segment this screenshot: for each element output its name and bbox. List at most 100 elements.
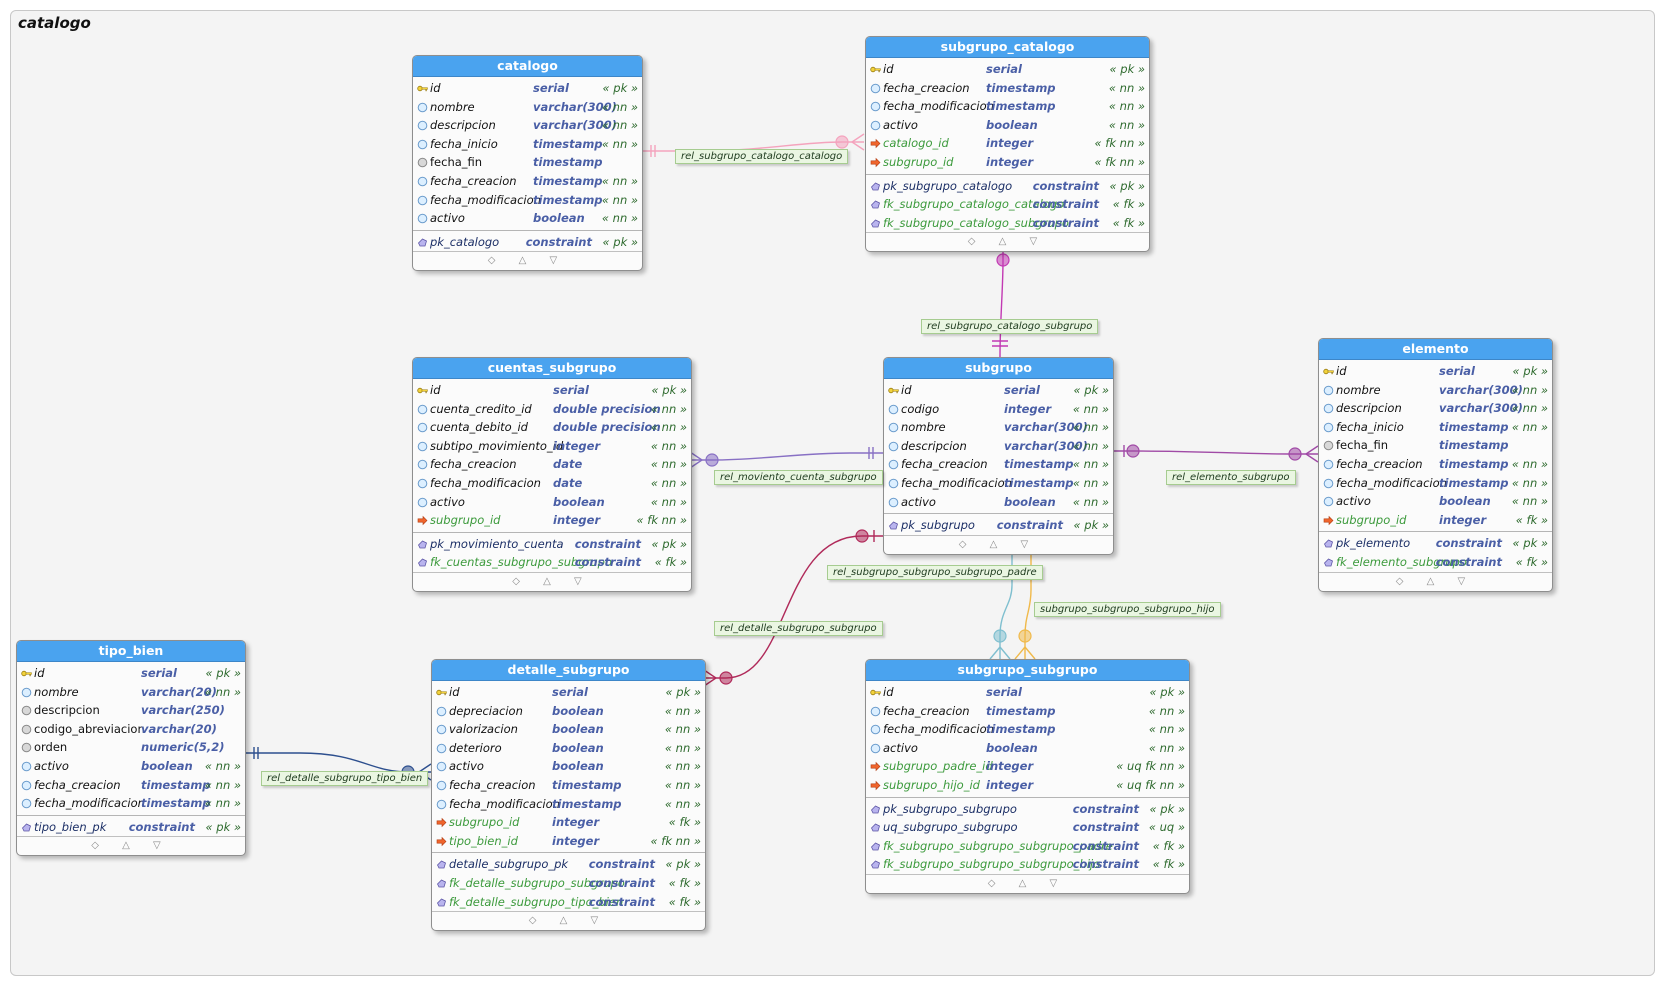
rel-line[interactable] — [690, 452, 883, 461]
rel-line[interactable] — [1112, 450, 1318, 455]
crow-foot[interactable] — [689, 451, 704, 469]
relationship-label[interactable]: rel_detalle_subgrupo_subgrupo — [714, 621, 883, 636]
table-header[interactable]: elemento — [1319, 339, 1552, 360]
one-marker[interactable] — [253, 747, 259, 759]
table-header[interactable]: tipo_bien — [17, 641, 245, 662]
crow-foot[interactable] — [703, 669, 718, 687]
table-footer-controls[interactable]: ◇ △ ▽ — [884, 534, 1113, 554]
table-header[interactable]: catalogo — [413, 56, 642, 77]
table-header[interactable]: subgrupo_catalogo — [866, 37, 1149, 58]
table-footer-controls[interactable]: ◇ △ ▽ — [1319, 571, 1552, 591]
one-marker[interactable] — [868, 447, 874, 459]
table-footer-controls[interactable]: ◇ △ ▽ — [413, 251, 642, 270]
table-footer-controls[interactable]: ◇ △ ▽ — [432, 911, 705, 930]
table-header[interactable]: subgrupo_subgrupo — [866, 660, 1189, 681]
crow-foot[interactable] — [989, 645, 1011, 660]
table-footer-controls[interactable]: ◇ △ ▽ — [17, 836, 245, 855]
relationship-label[interactable]: rel_elemento_subgrupo — [1166, 470, 1296, 485]
one-marker[interactable] — [992, 340, 1008, 347]
crow-foot[interactable] — [1014, 645, 1036, 660]
table-header[interactable]: subgrupo — [884, 358, 1113, 379]
table-footer-controls[interactable]: ◇ △ ▽ — [866, 232, 1149, 251]
table-header[interactable]: cuentas_subgrupo — [413, 358, 691, 379]
one-marker[interactable] — [650, 145, 656, 157]
crow-foot[interactable] — [851, 133, 865, 151]
table-footer-controls[interactable]: ◇ △ ▽ — [413, 571, 691, 591]
relationship-label[interactable]: rel_detalle_subgrupo_tipo_bien — [261, 771, 429, 786]
relationship-label[interactable]: subgrupo_subgrupo_subgrupo_hijo — [1034, 602, 1221, 617]
crow-foot[interactable] — [1305, 445, 1319, 463]
